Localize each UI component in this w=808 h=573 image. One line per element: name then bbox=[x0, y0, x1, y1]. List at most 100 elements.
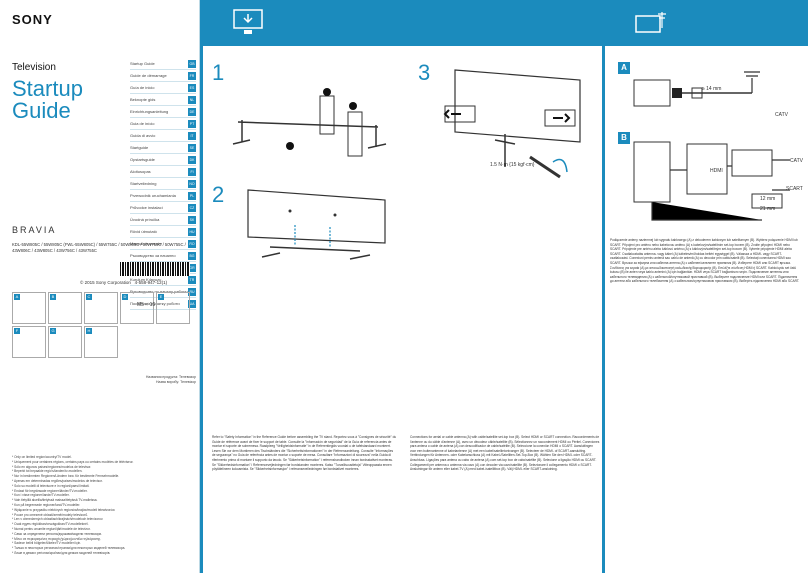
scart-label: SCART bbox=[786, 186, 803, 192]
language-label: Průvodce instalací bbox=[130, 205, 163, 210]
part-letter: B bbox=[50, 294, 56, 300]
supplied-part: B bbox=[48, 292, 82, 324]
step-1-number: 1 bbox=[212, 60, 225, 85]
cover-panel bbox=[0, 0, 200, 573]
language-code-badge: PL bbox=[188, 192, 196, 200]
connection-info-text: Connections for aerial or cable antenna … bbox=[410, 435, 600, 472]
language-item: Kurulum Kılavuzu TR bbox=[130, 274, 196, 286]
language-item: Beknopte gids NL bbox=[130, 94, 196, 106]
language-code-badge: SE bbox=[188, 144, 196, 152]
language-code-badge: FR bbox=[188, 72, 196, 80]
language-label: Guida di avvio bbox=[130, 133, 156, 138]
model-list: KDL-55W805C / 55W805C (FWL-55W805C) / 55… bbox=[12, 242, 186, 253]
tv-on-stand-illustration bbox=[247, 189, 386, 260]
language-item: Посібник із початку роботи UA bbox=[130, 298, 196, 310]
language-item: Ръководство за начално BG bbox=[130, 250, 196, 262]
language-item: Guía de inicio ES bbox=[130, 82, 196, 94]
language-code-badge: GR bbox=[188, 264, 196, 272]
part-letter: D bbox=[122, 294, 128, 300]
part-letter: E bbox=[158, 294, 164, 300]
language-label: Einrichtungsanleitung bbox=[130, 109, 169, 114]
part-letter: F bbox=[14, 328, 20, 334]
language-code-badge: UA bbox=[188, 300, 196, 308]
part-letter: H bbox=[86, 328, 92, 334]
supplied-part: A bbox=[12, 292, 46, 324]
language-label: Kurulum Kılavuzu bbox=[130, 277, 162, 282]
language-label: Guia de início bbox=[130, 121, 155, 126]
language-item: Startguide SE bbox=[130, 142, 196, 154]
supplied-part: G bbox=[48, 326, 82, 358]
language-code-badge: BG bbox=[188, 252, 196, 260]
connection-panel bbox=[605, 0, 808, 573]
part-letter: C bbox=[86, 294, 92, 300]
language-code-badge: NO bbox=[188, 180, 196, 188]
connection-info-text-2: Podłączenie anteny naziemnej lub sygnału… bbox=[610, 238, 800, 284]
language-code-badge: NL bbox=[188, 96, 196, 104]
language-item: Guida di avvio IT bbox=[130, 130, 196, 142]
language-item: Rövid útmutató HU bbox=[130, 226, 196, 238]
settop-box-diagram bbox=[633, 141, 790, 221]
language-code-badge: TR bbox=[188, 276, 196, 284]
safety-info-text: Refer to "Safety Information" in the Ref… bbox=[212, 435, 397, 472]
tv-setup-icon bbox=[233, 9, 263, 34]
brand-logo: SONY bbox=[12, 12, 53, 27]
hdmi-label: HDMI bbox=[710, 168, 723, 174]
language-label: Ръководство за начално bbox=[130, 253, 176, 258]
part-letter: G bbox=[50, 328, 56, 334]
language-code-badge: HU bbox=[188, 228, 196, 236]
language-code-badge: CZ bbox=[188, 204, 196, 212]
language-label: Посібник із початку роботи bbox=[130, 301, 180, 306]
catv-label-a: CATV bbox=[775, 112, 788, 118]
language-item: Einrichtungsanleitung DE bbox=[130, 106, 196, 118]
catv-label-b: CATV bbox=[790, 158, 803, 164]
section-a-label: A bbox=[618, 62, 630, 74]
language-code-badge: IT bbox=[188, 132, 196, 140]
language-code-badge: PT bbox=[188, 120, 196, 128]
language-label: Startguide bbox=[130, 145, 149, 150]
supplied-part: C bbox=[84, 292, 118, 324]
language-item: Opstartsguide DK bbox=[130, 154, 196, 166]
language-label: Úvodná príručka bbox=[130, 217, 160, 222]
language-label: Руководство по началу работы bbox=[130, 289, 188, 294]
language-code-badge: RU bbox=[188, 288, 196, 296]
language-item: Startup Guide GB bbox=[130, 58, 196, 70]
page-title: Startup Guide bbox=[12, 76, 83, 123]
language-label: Manual de pornire bbox=[130, 241, 163, 246]
language-label: Opstartsguide bbox=[130, 157, 155, 162]
antenna-diagram bbox=[633, 71, 760, 107]
language-code-badge: DK bbox=[188, 156, 196, 164]
supplied-part: F bbox=[12, 326, 46, 358]
language-item: Úvodná príručka SK bbox=[130, 214, 196, 226]
supplied-part: H bbox=[84, 326, 118, 358]
step-2-number: 2 bbox=[212, 182, 225, 207]
language-label: Guía de inicio bbox=[130, 85, 155, 90]
language-label: Startup Guide bbox=[130, 61, 155, 66]
supplied-parts-grid: A B C D E F G H bbox=[12, 292, 192, 358]
step-3-number: 3 bbox=[418, 60, 431, 85]
screw-fixing-illustration bbox=[443, 69, 581, 179]
barcode bbox=[120, 262, 190, 276]
product-name-note: Названия продукта: Телевизор Назва вироб… bbox=[145, 375, 196, 384]
region-notes: * Only on limited region/country/TV mode… bbox=[12, 455, 134, 555]
series-logo: BRAVIA bbox=[12, 225, 57, 235]
language-label: Rövid útmutató bbox=[130, 229, 157, 234]
language-item: Průvodce instalací CZ bbox=[130, 202, 196, 214]
fold-strip bbox=[200, 0, 203, 573]
language-code-badge: GB bbox=[188, 60, 196, 68]
language-code-badge: DE bbox=[188, 108, 196, 116]
part-letter: A bbox=[14, 294, 20, 300]
torque-spec: 1.5 N·m {15 kgf·cm} bbox=[490, 162, 535, 168]
antenna-connection-icon bbox=[635, 12, 666, 33]
section-b-label: B bbox=[618, 132, 630, 144]
language-code-badge: SK bbox=[188, 216, 196, 224]
language-code-badge: ES bbox=[188, 84, 196, 92]
fold-strip-right bbox=[602, 0, 605, 573]
length-21mm: 21 mm bbox=[760, 206, 776, 212]
language-label: Beknopte gids bbox=[130, 97, 156, 102]
